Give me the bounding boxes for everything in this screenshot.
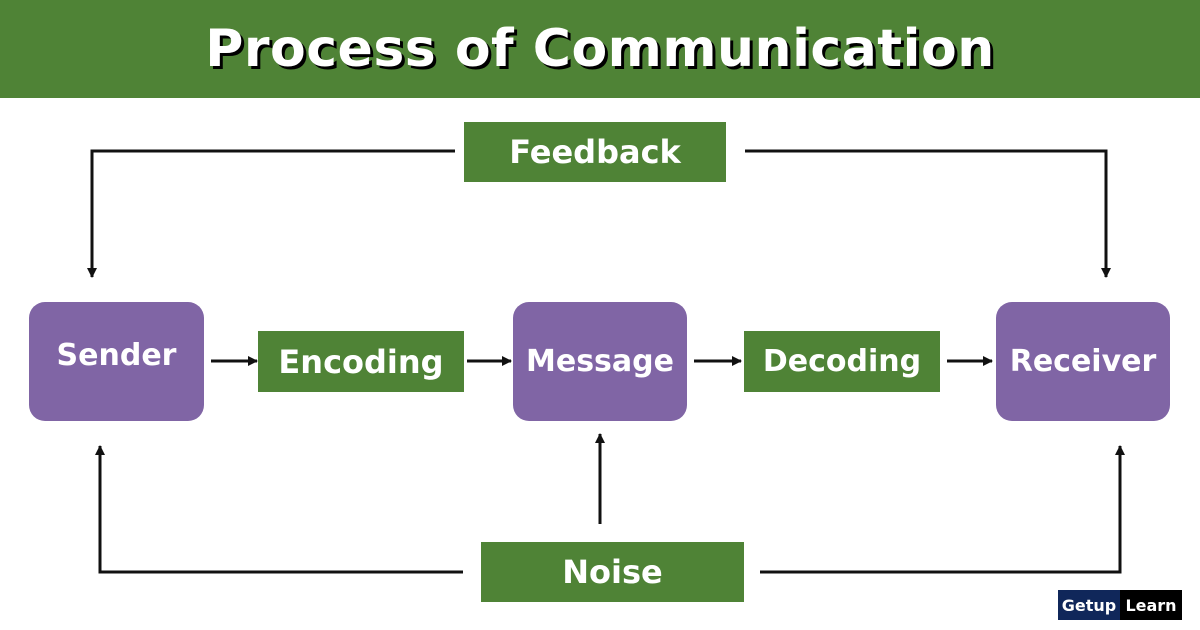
feedback-to-sender-arrow (87, 149, 455, 278)
message-box: Message (513, 302, 687, 421)
noise-box: Noise (481, 542, 744, 602)
logo-getup: Getup (1058, 590, 1120, 620)
noise-to-sender-arrow (95, 445, 463, 574)
feedback-box: Feedback (464, 122, 726, 182)
receiver-box: Receiver (996, 302, 1170, 421)
noise-to-receiver-arrow (760, 445, 1125, 574)
diagram-title: Process of Communication (205, 19, 995, 79)
encoding-box: Encoding (258, 331, 464, 392)
header-banner: Process of Communication (0, 0, 1200, 98)
sender-box: Sender (29, 302, 204, 421)
decoding-box: Decoding (744, 331, 940, 392)
feedback-to-receiver-arrow (745, 149, 1111, 278)
logo-learn: Learn (1120, 590, 1182, 620)
